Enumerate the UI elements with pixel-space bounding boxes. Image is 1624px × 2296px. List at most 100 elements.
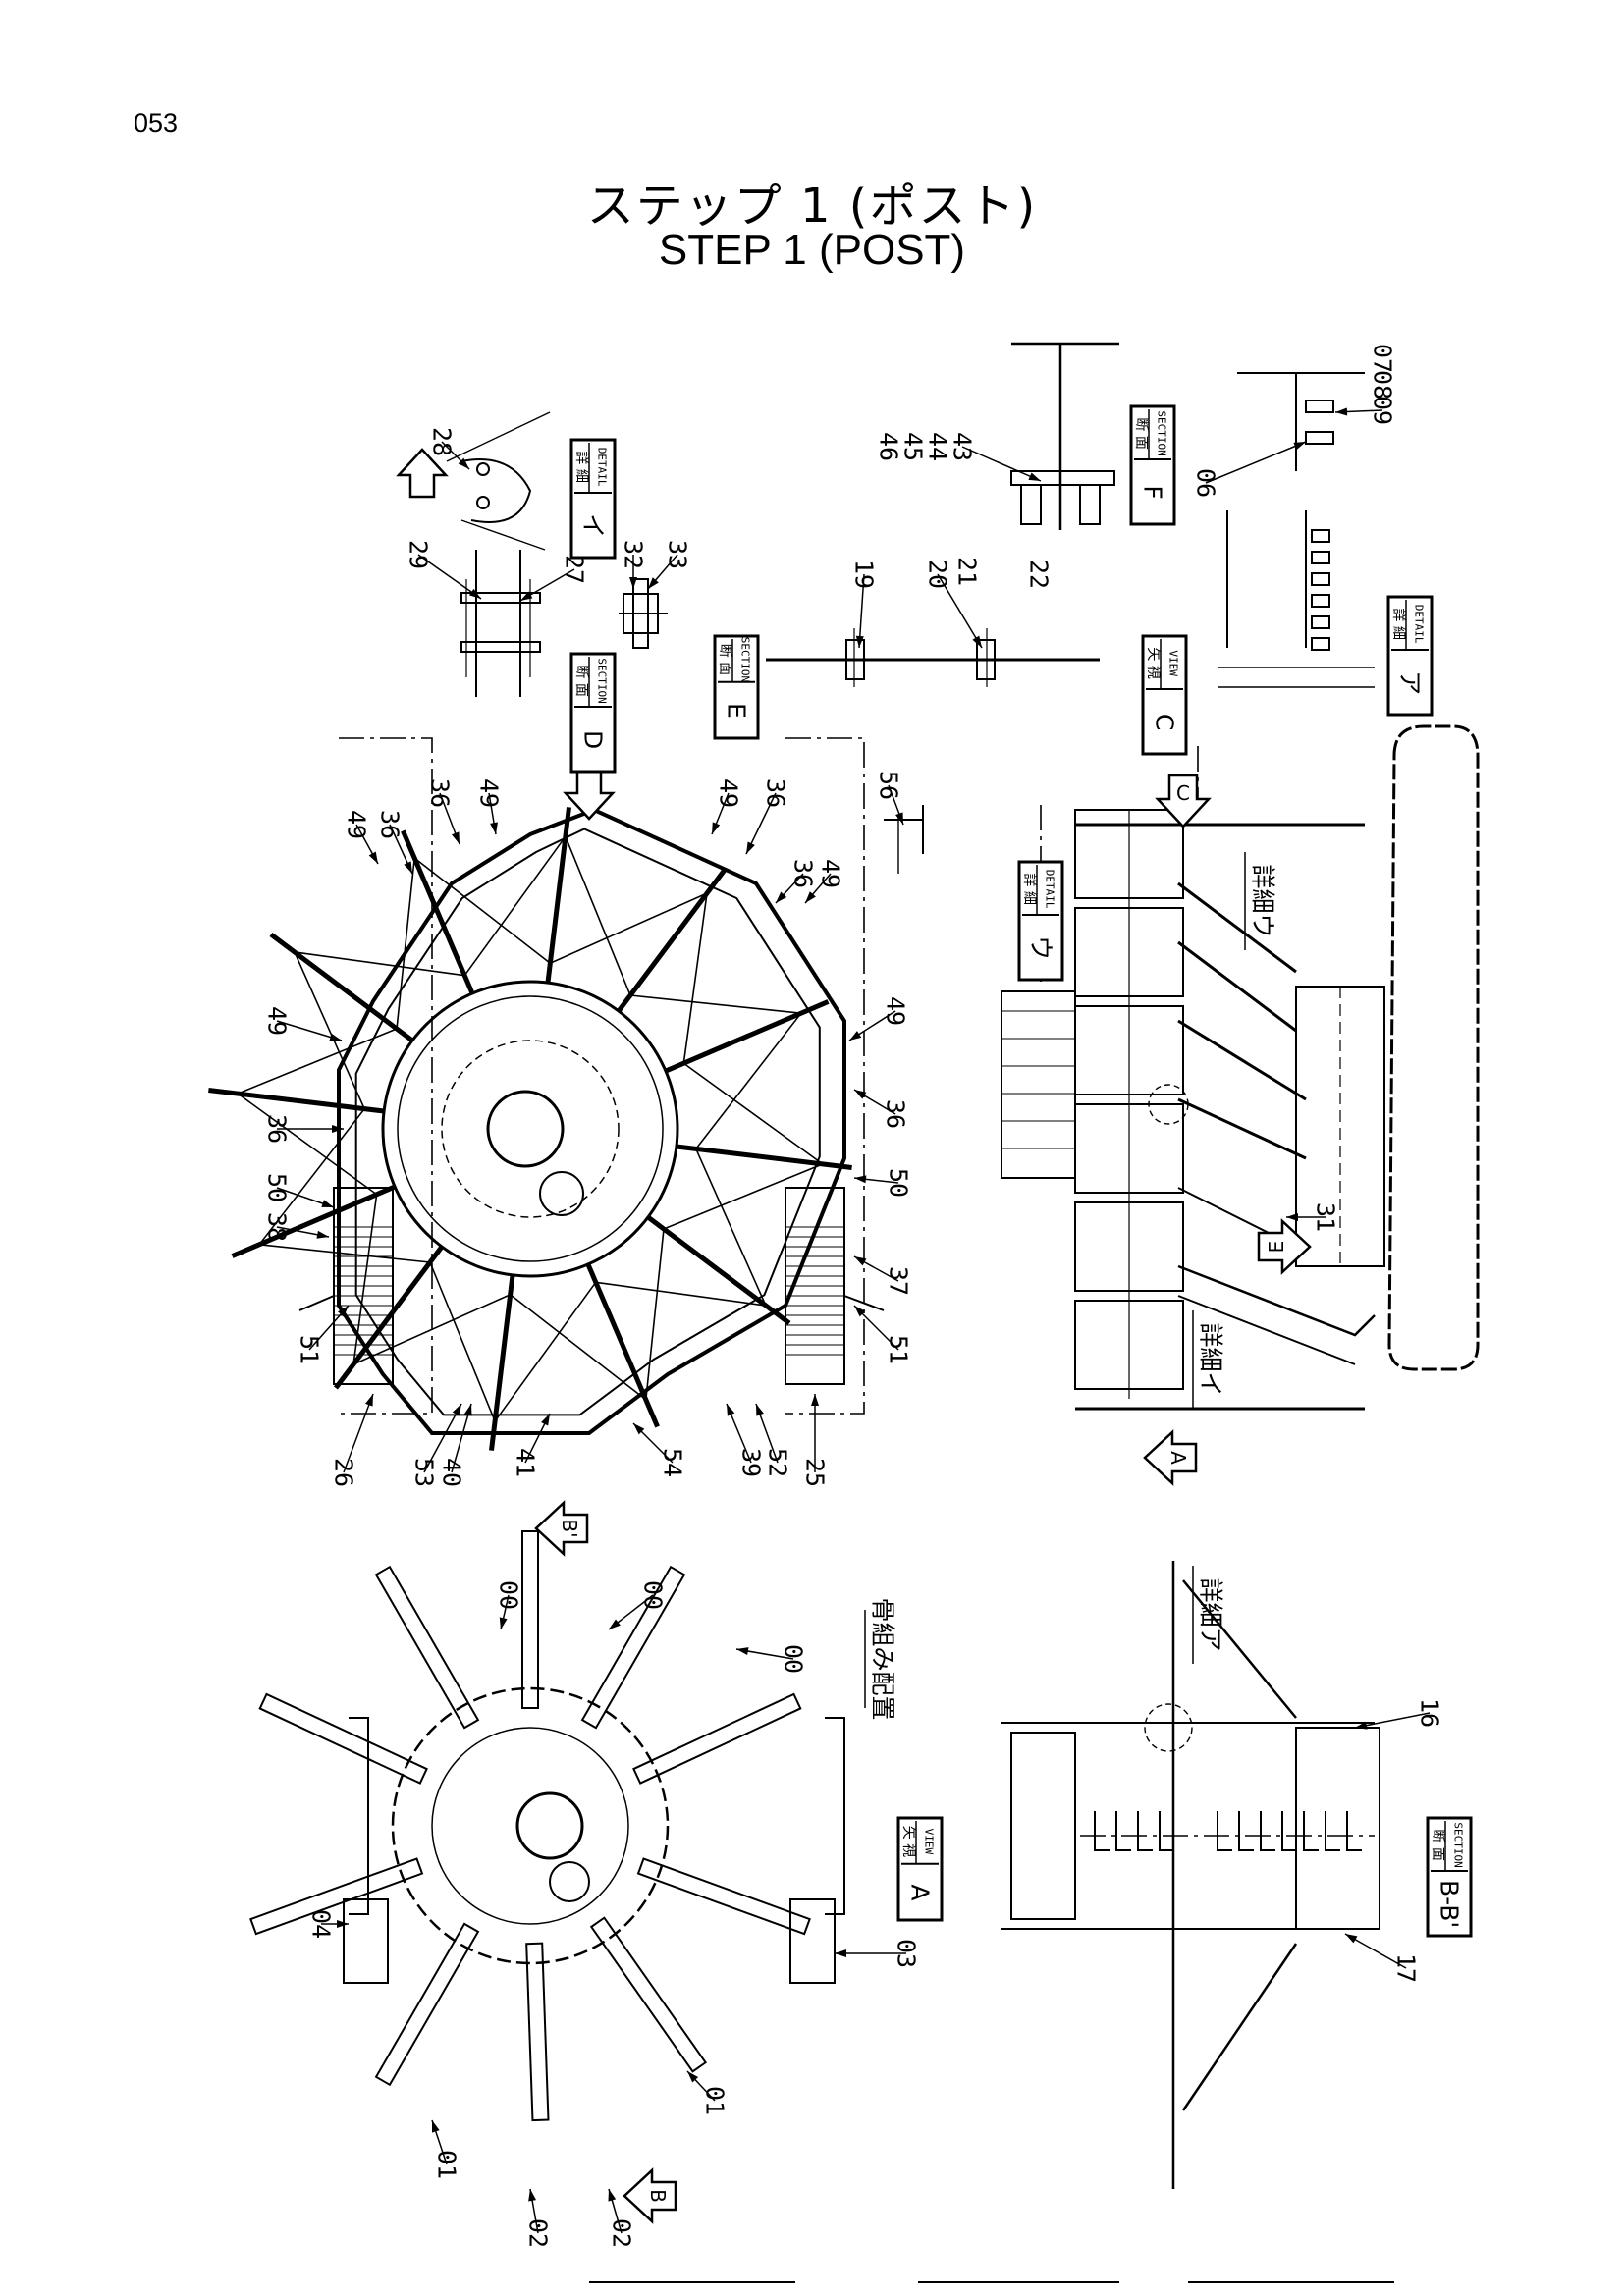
plan-part-label: 54: [659, 1448, 687, 1477]
part-label: 33: [664, 540, 692, 569]
view-arrow-2: A: [1143, 1429, 1198, 1486]
view-arrow-3: B': [534, 1500, 589, 1557]
leader-arrowhead: [368, 851, 378, 864]
frame-part-label: 00: [639, 1580, 668, 1610]
title-box-en: SECTION: [596, 658, 609, 703]
plan-part-label: 36: [762, 778, 790, 808]
view-arrow-4: B: [623, 2167, 677, 2224]
title-box-letter: A: [906, 1884, 935, 1900]
section-part-label: 16: [1416, 1698, 1444, 1728]
plan-part-label: 25: [801, 1458, 830, 1487]
drawing-geometry: [208, 342, 1480, 2283]
leader-arrowhead: [528, 2189, 537, 2202]
frame-part-label: 00: [495, 1580, 523, 1610]
part-label: 44: [924, 432, 952, 461]
view-arrow-letter: B: [646, 2189, 670, 2203]
leader-line: [1205, 441, 1307, 484]
view-arrow-letter: E: [1265, 1241, 1288, 1254]
note-label: 詳細ア: [1197, 1577, 1225, 1651]
leader-arrowhead: [1345, 1934, 1358, 1944]
leader-line: [937, 573, 983, 649]
part-label: 45: [899, 432, 928, 461]
frame-part-label: 01: [433, 2150, 461, 2179]
title-box-0: 詳 細 DETAIL イ: [569, 438, 617, 560]
view-arrow-letter: A: [1166, 1451, 1190, 1465]
leader-line: [961, 446, 1042, 482]
title-box-jp: 詳 細: [573, 451, 589, 482]
plan-part-label: 37: [885, 1266, 913, 1296]
part-label: 19: [850, 560, 879, 589]
title-box-en: DETAIL: [596, 448, 609, 487]
leader-arrowhead: [520, 591, 533, 601]
frame-part-label: 02: [608, 2218, 636, 2248]
title-box-letter: イ: [579, 513, 608, 538]
plan-part-label: 50: [263, 1173, 292, 1202]
plan-part-label: 36: [263, 1114, 292, 1144]
view-arrow-0: C: [1155, 774, 1212, 828]
plan-part-label: 51: [885, 1335, 913, 1364]
plan-part-label: 40: [438, 1458, 466, 1487]
leader-line: [417, 554, 482, 600]
plan-part-label: 36: [789, 859, 818, 888]
leader-arrowhead: [321, 1200, 334, 1207]
plan-part-label: 53: [410, 1458, 439, 1487]
plan-part-label: 36: [376, 810, 405, 839]
plan-part-label: 52: [764, 1448, 792, 1477]
plan-part-label: 51: [296, 1335, 324, 1364]
leader-line: [343, 1393, 374, 1473]
leader-arrowhead: [972, 635, 982, 648]
title-box-jp: 断 面: [573, 665, 589, 696]
leader-arrowhead: [541, 1414, 550, 1426]
leader-arrowhead: [633, 1423, 645, 1435]
leader-arrowhead: [337, 1920, 349, 1928]
page-title-japanese: ステップ 1 (ポスト): [586, 179, 1038, 234]
leader-arrowhead: [736, 1647, 749, 1655]
leader-arrowhead: [608, 2189, 617, 2202]
direction-arrow: [396, 448, 449, 499]
leader-arrowhead: [609, 1619, 621, 1629]
part-label: 09: [1369, 396, 1397, 425]
frame-part-label: 01: [701, 2086, 730, 2115]
leader-arrowhead: [712, 822, 721, 834]
leader-arrowhead: [490, 822, 498, 834]
leader-arrowhead: [1293, 442, 1306, 451]
title-box-en: VIEW: [923, 1829, 936, 1855]
leader-line: [423, 1403, 462, 1473]
section-part-label: 17: [1392, 1953, 1421, 1983]
leader-arrowhead: [746, 841, 755, 854]
title-box-letter: D: [579, 730, 608, 749]
leader-arrowhead: [432, 2120, 440, 2133]
frame-part-label: 02: [524, 2218, 553, 2248]
frame-part-label: 03: [893, 1939, 921, 1968]
note-label: 詳細イ: [1197, 1322, 1225, 1396]
title-box-letter: ウ: [1027, 935, 1056, 960]
leader-arrowhead: [687, 2071, 699, 2083]
leader-line: [451, 1403, 472, 1473]
title-box-en: SECTION: [739, 637, 752, 682]
part-label: 46: [875, 432, 903, 461]
leader-arrowhead: [895, 812, 903, 825]
leader-arrowhead: [1028, 472, 1041, 481]
plan-part-label: 38: [263, 1212, 292, 1242]
title-box-jp: 矢 視: [1145, 647, 1161, 678]
title-box-letter: B-B': [1435, 1880, 1464, 1928]
view-arrow-1: E: [1257, 1218, 1312, 1275]
leader-arrowhead: [727, 1404, 735, 1416]
title-box-en: VIEW: [1167, 650, 1180, 676]
plan-part-label: 49: [715, 778, 743, 808]
plan-part-label: 49: [817, 859, 845, 888]
leader-arrowhead: [329, 1033, 342, 1041]
leader-arrowhead: [458, 457, 469, 469]
page-number: 053: [134, 108, 179, 137]
leader-arrowhead: [404, 861, 412, 874]
leader-arrowhead: [776, 891, 787, 903]
plan-part-label: 49: [263, 1006, 292, 1036]
part-label: 29: [405, 540, 433, 569]
